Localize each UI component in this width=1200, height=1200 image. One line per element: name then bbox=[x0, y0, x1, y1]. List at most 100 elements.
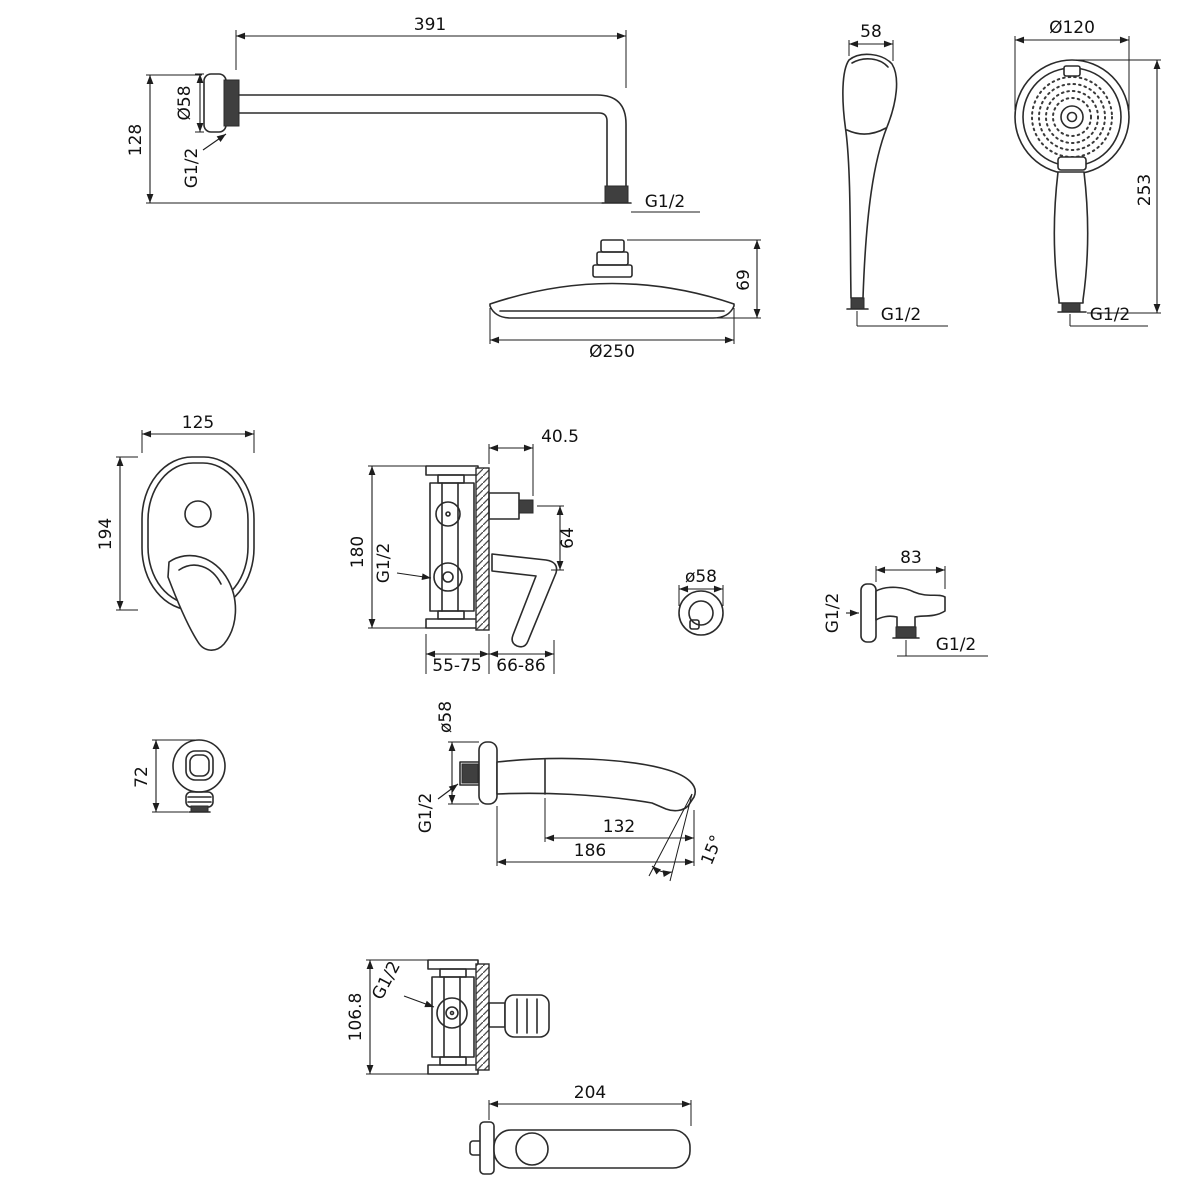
head-disc bbox=[489, 282, 735, 319]
valve-port-lower bbox=[433, 562, 463, 592]
hand-shower-head-line bbox=[851, 58, 889, 68]
arm-wall-flange bbox=[203, 73, 227, 133]
dim-holder-height: 72 bbox=[132, 766, 152, 788]
spout-flange bbox=[478, 741, 498, 805]
escutcheon-outer bbox=[678, 590, 724, 636]
trim-plate-view: 125 194 bbox=[96, 413, 255, 651]
dim-valve2-height: 106.8 bbox=[346, 993, 366, 1042]
dim-spout-top-length: 204 bbox=[574, 1083, 606, 1103]
dim-spout-thread: G1/2 bbox=[416, 793, 436, 834]
dim-spout-tilt-angle: 15° bbox=[697, 832, 727, 867]
spout-side-view: ø58 G1/2 132 186 15° bbox=[416, 701, 727, 882]
shower-arm-view: 391 128 Ø58 G1/2 G1/2 bbox=[126, 15, 700, 213]
valve-bracket-top-wide bbox=[425, 465, 479, 476]
hand-shower-neck-line bbox=[846, 127, 887, 135]
dim-arm-height: 128 bbox=[126, 124, 146, 156]
valve2-bracket-bottom-narrow bbox=[439, 1056, 467, 1066]
wall-section-hatch bbox=[475, 467, 490, 631]
dim-elbow-length: 83 bbox=[900, 548, 922, 568]
dim-valve-height: 180 bbox=[348, 536, 368, 568]
escutcheon-view: ø58 bbox=[678, 567, 724, 636]
angle-arc bbox=[651, 865, 673, 877]
dim-valve2-thread: G1/2 bbox=[368, 958, 405, 1003]
valve2-bracket-bottom-wide bbox=[427, 1064, 479, 1075]
leader-line bbox=[396, 572, 432, 581]
arm-tube-outer bbox=[238, 94, 627, 187]
hand-shower-handle bbox=[1053, 171, 1089, 304]
hand-shower-front-view: Ø120 253 G1/2 bbox=[1014, 18, 1161, 327]
dim-valve-thread: G1/2 bbox=[374, 543, 394, 584]
handle-thread bbox=[1061, 302, 1081, 313]
mixer-valve-view: 40.5 180 G1/2 64 55-75 66-86 bbox=[348, 427, 579, 676]
valve-outlet-block bbox=[488, 492, 520, 520]
spout-top-view: 204 bbox=[469, 1083, 692, 1175]
holder-escutcheon bbox=[172, 739, 226, 793]
hand-shower-body bbox=[842, 53, 898, 299]
spout-blade bbox=[496, 757, 696, 812]
head-connector-nut bbox=[596, 251, 629, 266]
arm-outlet-thread bbox=[604, 185, 629, 204]
spray-nozzle-ring bbox=[1052, 97, 1092, 137]
dim-hand-shower-height: 253 bbox=[1135, 174, 1155, 206]
angle-construction-line bbox=[669, 793, 693, 882]
valve2-port bbox=[436, 997, 468, 1029]
dim-plate-height: 194 bbox=[96, 518, 116, 550]
holder-thread bbox=[190, 805, 209, 813]
dim-escutcheon-diameter: ø58 bbox=[685, 567, 717, 587]
head-connector-top bbox=[600, 239, 625, 253]
dim-recess-range-right: 66-86 bbox=[496, 656, 545, 676]
dim-arm-wall-thread: G1/2 bbox=[182, 148, 202, 189]
spray-hub bbox=[1060, 105, 1084, 129]
valve-bracket-top-narrow bbox=[437, 474, 465, 484]
angle-construction-line bbox=[648, 793, 693, 877]
valve2-bracket-top-narrow bbox=[439, 968, 467, 978]
leader-line bbox=[202, 133, 227, 151]
dim-spout-reach-inner: 132 bbox=[603, 817, 635, 837]
valve2-port-inner bbox=[445, 1006, 459, 1020]
mode-switch bbox=[1057, 156, 1087, 171]
leader-line bbox=[437, 783, 459, 800]
valve-outlet-thread bbox=[518, 499, 534, 514]
dim-recess-range-left: 55-75 bbox=[432, 656, 481, 676]
dim-arm-length: 391 bbox=[414, 15, 446, 35]
spout-top-body bbox=[493, 1129, 691, 1169]
spray-nozzle-ring bbox=[1038, 83, 1106, 151]
outlet-elbow-view: 83 G1/2 G1/2 bbox=[823, 548, 988, 657]
holder-cone-inner bbox=[189, 754, 210, 777]
dim-valve-depth: 40.5 bbox=[541, 427, 579, 447]
arm-tube-inner bbox=[238, 112, 608, 187]
dim-elbow-inlet-thread: G1/2 bbox=[823, 593, 843, 634]
spray-logo-window bbox=[1063, 65, 1081, 77]
dim-hand-shower-front-thread: G1/2 bbox=[1090, 305, 1131, 325]
spray-nozzle-ring bbox=[1045, 90, 1099, 144]
elbow-outlet-thread bbox=[895, 626, 917, 639]
mixer-lever-handle bbox=[167, 554, 237, 651]
elbow-body bbox=[875, 586, 946, 628]
arm-wall-thread bbox=[223, 79, 240, 127]
dim-valve-port-spacing: 64 bbox=[558, 527, 578, 549]
valve2-stem bbox=[488, 1002, 506, 1028]
escutcheon-notch bbox=[689, 619, 700, 630]
hand-shower-thread bbox=[850, 297, 865, 310]
shower-valve-view: 106.8 G1/2 bbox=[346, 958, 550, 1075]
dim-head-height: 69 bbox=[734, 269, 754, 291]
dim-spout-reach-total: 186 bbox=[574, 841, 606, 861]
dim-spout-flange-diameter: ø58 bbox=[436, 701, 456, 733]
diverter-button bbox=[184, 500, 212, 528]
spout-top-flange bbox=[479, 1121, 495, 1175]
dim-head-diameter: Ø250 bbox=[589, 342, 635, 362]
valve2-port-center bbox=[449, 1010, 455, 1016]
elbow-flange bbox=[860, 583, 877, 643]
hand-shower-side-view: 58 G1/2 bbox=[842, 22, 948, 327]
spray-hub-center bbox=[1066, 111, 1078, 123]
wall-holder-view: 72 bbox=[132, 739, 226, 813]
leader-line bbox=[403, 995, 435, 1008]
valve2-bracket-top-wide bbox=[427, 959, 479, 970]
spout-shaft-thread bbox=[461, 763, 479, 784]
valve-port-lower-center bbox=[442, 571, 454, 583]
valve-port-upper-center bbox=[445, 511, 451, 517]
dim-hand-shower-thread: G1/2 bbox=[881, 305, 922, 325]
dim-arm-outlet-thread: G1/2 bbox=[645, 192, 686, 212]
